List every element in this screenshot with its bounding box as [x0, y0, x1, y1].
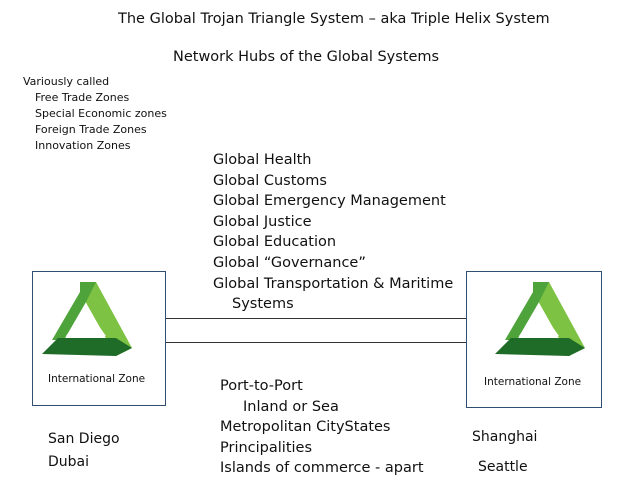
- city-shanghai: Shanghai: [472, 429, 538, 445]
- system-item: Global “Governance”: [213, 254, 366, 271]
- port-item: Metropolitan CityStates: [220, 419, 391, 435]
- system-item: Global Transportation & Maritime: [213, 275, 454, 292]
- system-item: Global Health: [213, 152, 312, 168]
- variously-item: Special Economic zones: [35, 107, 167, 120]
- variously-item: Free Trade Zones: [35, 91, 130, 104]
- triangle-icon-right: [495, 282, 585, 356]
- triangle-icon-left: [42, 282, 132, 356]
- ports-list: Port-to-Port Inland or Sea Metropolitan …: [220, 376, 424, 479]
- system-item: Systems: [232, 296, 294, 313]
- system-item: Global Education: [213, 234, 337, 251]
- connector-line-top: [120, 318, 500, 319]
- system-item: Global Customs: [213, 172, 327, 189]
- global-systems-list: Global Health Global Customs Global Emer…: [213, 150, 453, 315]
- international-zone-right-label: International Zone: [484, 376, 582, 388]
- system-item: Global Justice: [213, 213, 312, 230]
- diagram-title: The Global Trojan Triangle System – aka …: [118, 11, 550, 27]
- international-zone-left-label: International Zone: [48, 373, 146, 385]
- city-dubai: Dubai: [48, 454, 90, 470]
- variously-item: Innovation Zones: [35, 139, 131, 152]
- port-item: Islands of commerce - apart: [220, 460, 424, 476]
- city-san-diego: San Diego: [48, 431, 120, 447]
- diagram-subtitle: Network Hubs of the Global Systems: [173, 49, 440, 65]
- port-item: Inland or Sea: [243, 398, 339, 415]
- port-item: Port-to-Port: [220, 378, 303, 394]
- variously-list: Variously called Free Trade Zones Specia…: [23, 74, 167, 154]
- connector-line-bottom: [120, 342, 500, 343]
- city-seattle: Seattle: [478, 459, 528, 475]
- system-item: Global Emergency Management: [213, 193, 446, 210]
- variously-item: Foreign Trade Zones: [35, 123, 147, 136]
- port-item: Principalities: [220, 439, 313, 456]
- variously-heading: Variously called: [23, 75, 110, 88]
